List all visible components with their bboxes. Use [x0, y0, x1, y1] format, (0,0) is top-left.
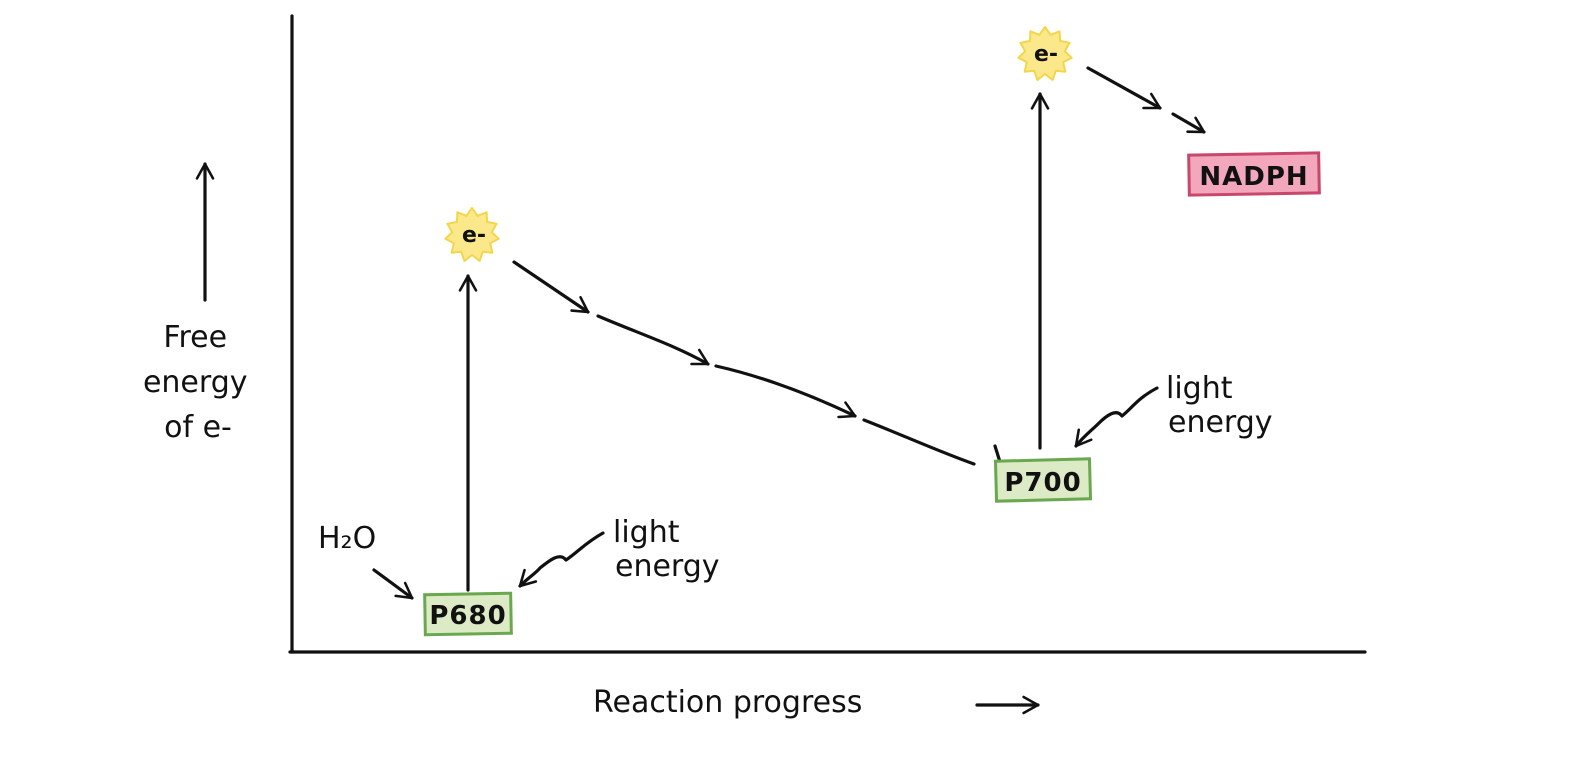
electron-transport-arrow-4-head [993, 444, 1002, 464]
light-energy-arrow-2 [1074, 386, 1159, 448]
electron-transport-arrow-3 [714, 364, 857, 419]
electron-to-nadph-arrow-2 [1171, 112, 1206, 134]
y-axis-label: Free energy of e- [143, 320, 257, 445]
electron-label-1: e- [462, 223, 486, 248]
electron-star-2 [1017, 26, 1073, 81]
p700-box [993, 457, 1093, 503]
light-energy-2-line-2: energy [1168, 405, 1273, 440]
water-to-p680-arrow [372, 568, 414, 600]
y-axis-label-line-3: of e- [164, 410, 232, 445]
nadph-box [1187, 151, 1321, 197]
light-energy-1-line-2: energy [615, 549, 720, 584]
y-axis-label-line-2: energy [143, 365, 248, 400]
light-energy-label-2: light energy [1166, 371, 1273, 440]
electron-transport-arrow-4 [862, 418, 976, 466]
light-energy-label-1: light energy [613, 515, 720, 584]
p680-label: P680 [429, 601, 506, 631]
electron-star-1 [444, 207, 500, 262]
light-energy-1-line-1: light [613, 515, 680, 550]
water-label: H₂O [318, 521, 376, 556]
x-axis-label: Reaction progress [593, 685, 862, 720]
electron-label-2: e- [1034, 42, 1058, 67]
p680-box [423, 591, 513, 637]
p700-label: P700 [1004, 468, 1081, 498]
electron-to-nadph-arrow-1 [1086, 66, 1162, 110]
electron-transport-arrow-2 [596, 314, 710, 366]
electron-transport-arrow-1 [512, 260, 590, 314]
light-energy-arrow-1 [518, 531, 605, 588]
nadph-label: NADPH [1199, 162, 1308, 192]
y-axis-label-line-1: Free [163, 320, 227, 355]
light-energy-2-line-1: light [1166, 371, 1233, 406]
